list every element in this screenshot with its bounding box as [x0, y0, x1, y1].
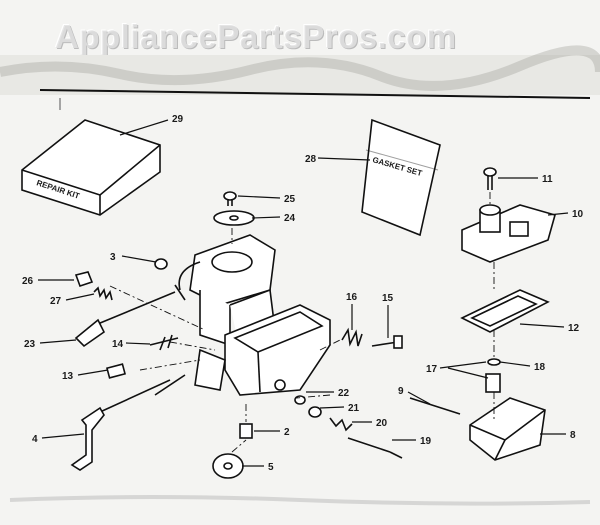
callout-5: 5	[268, 462, 274, 473]
callouts: 29 28 25 24 3 26 27 23 14 13 4 16 15 11 …	[22, 114, 584, 473]
callout-14: 14	[112, 339, 124, 350]
callout-12: 12	[568, 323, 580, 334]
part-pump-body-10	[461, 204, 556, 263]
callout-22: 22	[338, 388, 350, 399]
part-screw-15	[371, 335, 403, 349]
callout-24: 24	[284, 213, 296, 224]
callout-29: 29	[172, 114, 184, 125]
callout-20: 20	[376, 418, 388, 429]
part-washer-5	[212, 453, 244, 479]
part-spring-27	[93, 286, 113, 301]
bottom-scan-noise	[9, 495, 591, 506]
callout-8: 8	[570, 430, 576, 441]
part-pin-9	[409, 397, 461, 415]
part-screw-25	[223, 191, 237, 206]
callout-28: 28	[305, 154, 317, 165]
part-screw-11	[483, 167, 497, 190]
callout-18: 18	[534, 362, 546, 373]
part-gasket-24	[213, 210, 255, 226]
part-screw-13	[105, 363, 127, 379]
part-float-8	[469, 397, 546, 461]
part-spring-16	[341, 327, 363, 347]
callout-16: 16	[346, 292, 358, 303]
callout-4: 4	[32, 434, 38, 445]
scan-noise	[0, 45, 600, 110]
part-fitting-17	[485, 373, 501, 393]
callout-10: 10	[572, 209, 584, 220]
watermark: AppliancePartsPros.com	[55, 18, 457, 55]
part-choke-shaft-4	[70, 374, 186, 471]
callout-3: 3	[110, 252, 116, 263]
callout-21: 21	[348, 403, 360, 414]
part-plug-3	[154, 258, 168, 270]
part-needle-14	[149, 334, 179, 351]
part-spring-20	[329, 417, 353, 432]
alignment-lines	[109, 192, 495, 453]
part-ring-18	[487, 358, 501, 366]
callout-19: 19	[420, 436, 432, 447]
part-drain-plug-2	[239, 423, 253, 439]
callout-25: 25	[284, 194, 296, 205]
gasket-set: GASKET SET	[361, 118, 441, 237]
callout-27: 27	[50, 296, 62, 307]
carburetor-body	[174, 234, 331, 396]
part-throttle-shaft-23	[74, 291, 176, 348]
part-needle-valve-19	[347, 437, 403, 459]
callout-23: 23	[24, 339, 36, 350]
callout-17: 17	[426, 364, 438, 375]
callout-26: 26	[22, 276, 34, 287]
repair-kit: REPAIR KIT	[21, 119, 161, 216]
callout-2: 2	[284, 427, 290, 438]
callout-13: 13	[62, 371, 74, 382]
callout-11: 11	[542, 174, 553, 185]
leader-lines	[38, 119, 569, 467]
callout-9: 9	[398, 386, 404, 397]
callout-15: 15	[382, 293, 394, 304]
part-gasket-12	[460, 289, 550, 333]
part-cap-26	[74, 271, 94, 288]
part-spring-21	[308, 406, 322, 418]
